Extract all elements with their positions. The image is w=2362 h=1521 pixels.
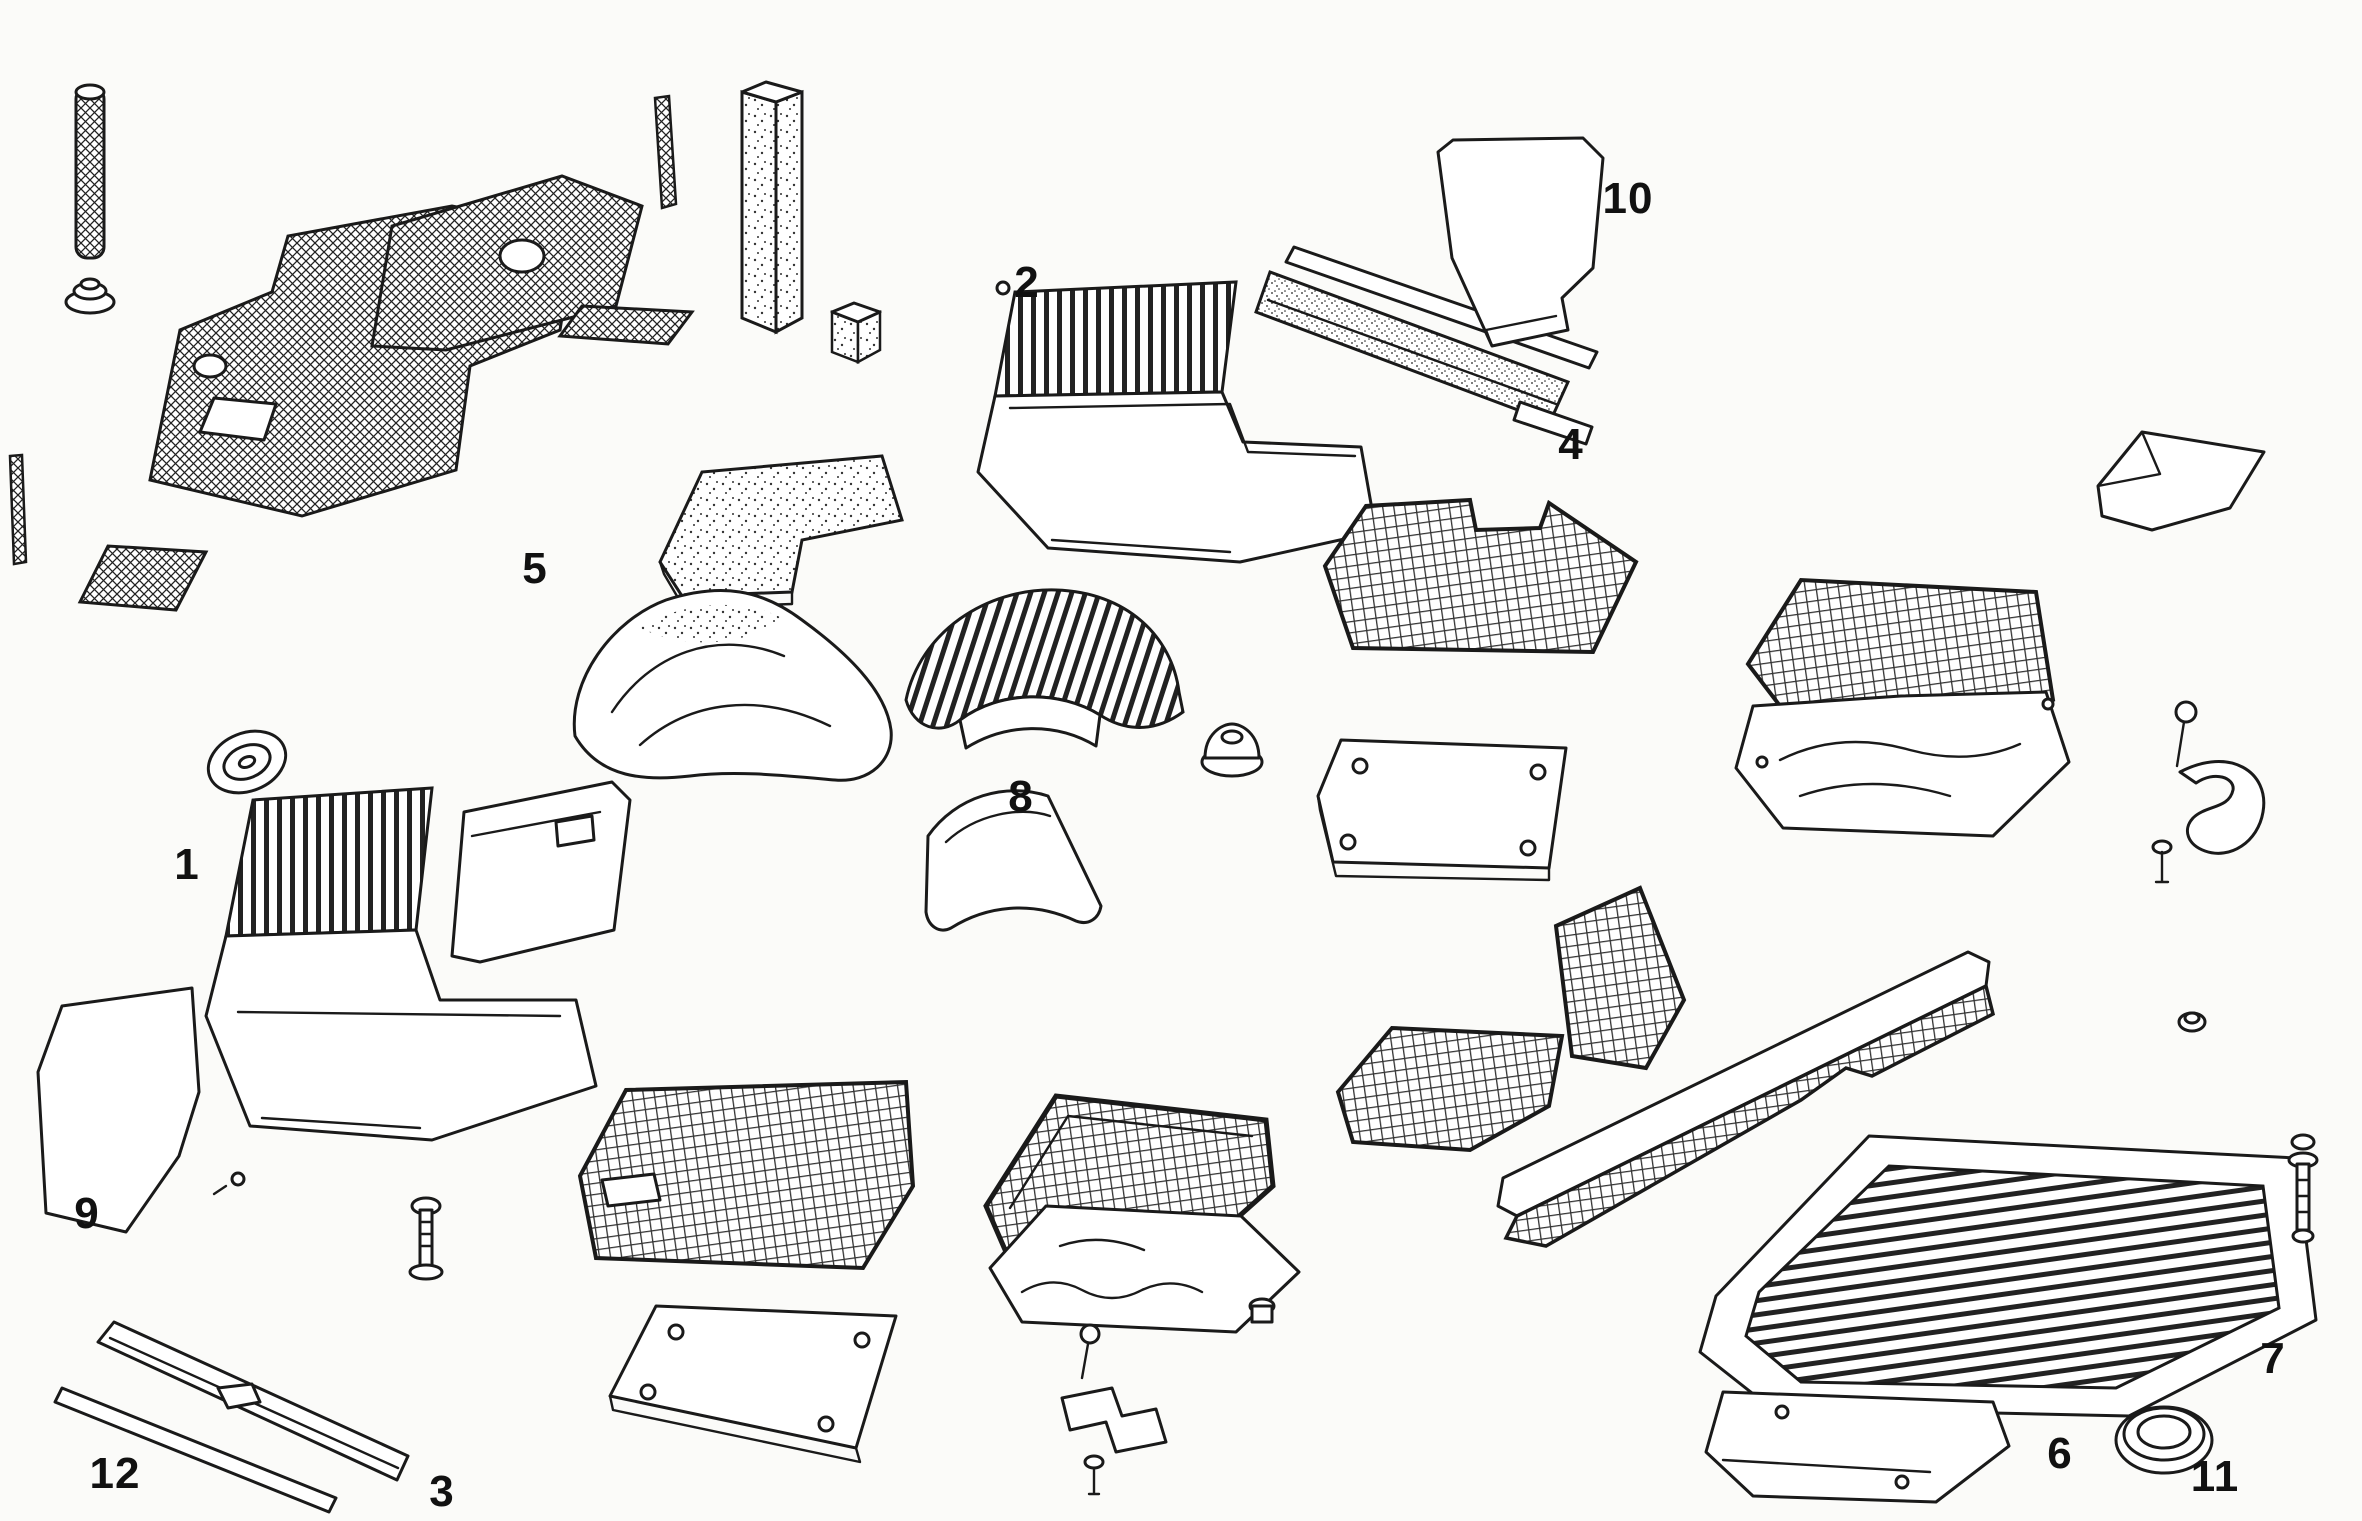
callout-part-4: 4 xyxy=(1558,420,1584,469)
part-2-front-carpet xyxy=(976,280,1378,564)
part-insulation-rod xyxy=(64,83,116,315)
part-6-shelf-panel xyxy=(1704,1390,2011,1504)
part-cowl-side-panel xyxy=(450,780,632,964)
part-check-strap xyxy=(2151,700,2266,884)
callout-part-5: 5 xyxy=(522,544,548,593)
part-5-tunnel-insulation xyxy=(572,589,893,782)
part-shelf-board-small xyxy=(2096,430,2266,532)
part-front-rubber-mat xyxy=(577,1079,916,1271)
part-windlace-strip-mid xyxy=(653,94,678,210)
part-insulation-pad-small-left xyxy=(77,544,209,612)
part-12-sill-strip xyxy=(53,1386,338,1514)
part-bolt-right xyxy=(2287,1133,2319,1244)
part-1-front-carpet xyxy=(204,786,598,1142)
callout-part-10: 10 xyxy=(1602,174,1654,223)
callout-part-1: 1 xyxy=(174,840,200,889)
part-3-sill-plate xyxy=(96,1320,410,1482)
part-rear-carpet xyxy=(1734,690,2071,838)
part-8-heelboard-strip xyxy=(924,789,1103,932)
callout-part-9: 9 xyxy=(74,1189,100,1238)
part-bracket-hardware xyxy=(1060,1323,1168,1496)
part-foam-block xyxy=(830,301,882,365)
part-grommet-bell xyxy=(1200,722,1264,778)
part-floor-board-center xyxy=(1316,738,1568,882)
part-load-sill xyxy=(1496,950,1996,1248)
part-firewall-board xyxy=(658,454,904,610)
callout-part-7: 7 xyxy=(2260,1334,2286,1383)
part-dash-insulation-panel-right xyxy=(370,174,644,352)
part-bolt-left xyxy=(408,1196,444,1281)
part-10-quarter-panel xyxy=(1436,136,1605,348)
part-pillar-foam-column xyxy=(740,80,804,335)
callout-part-2: 2 xyxy=(1014,258,1040,307)
callout-part-8: 8 xyxy=(1008,772,1034,821)
part-trunk-floor-carpet xyxy=(988,1204,1301,1334)
callout-part-12: 12 xyxy=(89,1449,141,1498)
callout-part-6: 6 xyxy=(2047,1429,2073,1478)
part-9-quarter-liner xyxy=(36,986,246,1234)
part-rear-rubber-mat xyxy=(1322,497,1639,655)
part-heelboard-tunnel-mat xyxy=(904,588,1185,750)
callout-part-3: 3 xyxy=(429,1467,455,1516)
callout-part-11: 11 xyxy=(2190,1452,2240,1501)
part-7-cargo-mat xyxy=(1698,1134,2318,1418)
part-rubber-plug xyxy=(1248,1297,1276,1324)
part-insulation-pad-small-right xyxy=(557,304,695,346)
part-grommet-small-right xyxy=(2177,1011,2207,1033)
part-footwell-mat-small xyxy=(1335,1025,1565,1153)
part-speaker-ring xyxy=(206,729,288,795)
part-floor-board-left xyxy=(608,1304,898,1464)
part-footwell-mat-vertical xyxy=(1553,885,1687,1071)
part-windlace-strip-far-left xyxy=(8,453,28,566)
part-11-grommet xyxy=(2114,1405,2214,1475)
